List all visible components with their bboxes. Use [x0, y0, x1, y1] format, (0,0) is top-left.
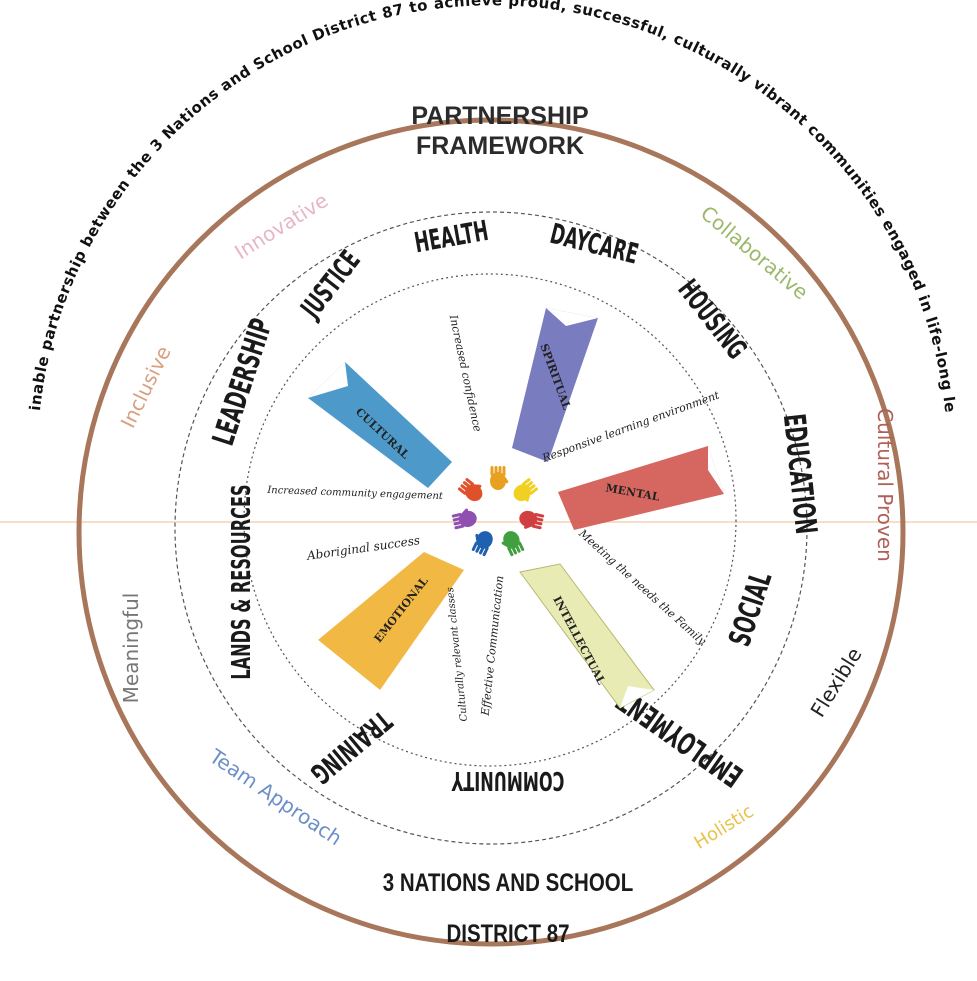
- goal-community-engagement: Increased community engagement: [266, 485, 444, 502]
- sector-leadership: LEADERSHIP: [205, 314, 279, 449]
- sector-ring: [174, 211, 808, 845]
- sector-social: SOCIAL: [722, 567, 779, 650]
- flag-cultural: CULTURAL: [308, 362, 452, 488]
- value-holistic: Holistic: [691, 801, 758, 854]
- value-cultural-proven: Cultural Proven: [873, 408, 897, 562]
- flag-emotional: EMOTIONAL: [318, 552, 464, 690]
- title-line-2: FRAMEWORK: [416, 132, 584, 160]
- sector-community: COMMUNITY: [451, 765, 564, 795]
- flag-mental: MENTAL: [558, 446, 724, 530]
- hand-4: [501, 531, 525, 557]
- sector-daycare: DAYCARE: [547, 218, 642, 271]
- bottom-line-1: 3 NATIONS AND SCHOOL: [383, 868, 634, 896]
- hand-2: [513, 478, 539, 502]
- sector-housing: HOUSING: [671, 274, 753, 366]
- sector-justice: JUSTICE: [294, 245, 367, 326]
- goal-increased-confidence: Increased confidence: [446, 313, 484, 434]
- sector-health: HEALTH: [412, 215, 491, 260]
- goal-effective-communication: Effective Communication: [479, 575, 507, 717]
- title-line-1: PARTNERSHIP: [411, 102, 588, 130]
- value-flexible: Flexible: [805, 643, 866, 721]
- vision-statement: A sustainable partnership between the 3 …: [0, 0, 959, 414]
- bottom-line-2: DISTRICT 87: [446, 919, 569, 947]
- hand-1: [490, 466, 509, 490]
- value-meaningful: Meaningful: [119, 593, 143, 704]
- flag-spiritual: SPIRITUAL: [512, 308, 598, 462]
- goal-aboriginal-success: Aboriginal success: [305, 533, 421, 563]
- hand-5: [471, 531, 493, 557]
- goals-ring: [243, 273, 737, 767]
- hands-circle: [451, 466, 545, 557]
- flags-group: CULTURAL SPIRITUAL MENTAL INTELLECTUAL E…: [308, 308, 724, 709]
- sector-lands-resources: LANDS & RESOURCES: [227, 484, 257, 679]
- sectors-group: LEADERSHIP JUSTICE HEALTH DAYCARE HOUSIN…: [205, 215, 823, 795]
- sector-training: TRAINING: [304, 704, 397, 790]
- goal-culturally-relevant: Culturally relevant classes: [445, 587, 470, 722]
- value-inclusive: Inclusive: [116, 342, 176, 432]
- sector-education: EDUCATION: [777, 412, 824, 536]
- hand-6: [451, 508, 477, 530]
- hand-7: [457, 478, 483, 502]
- hand-3: [519, 510, 545, 530]
- outer-ring: [76, 117, 906, 947]
